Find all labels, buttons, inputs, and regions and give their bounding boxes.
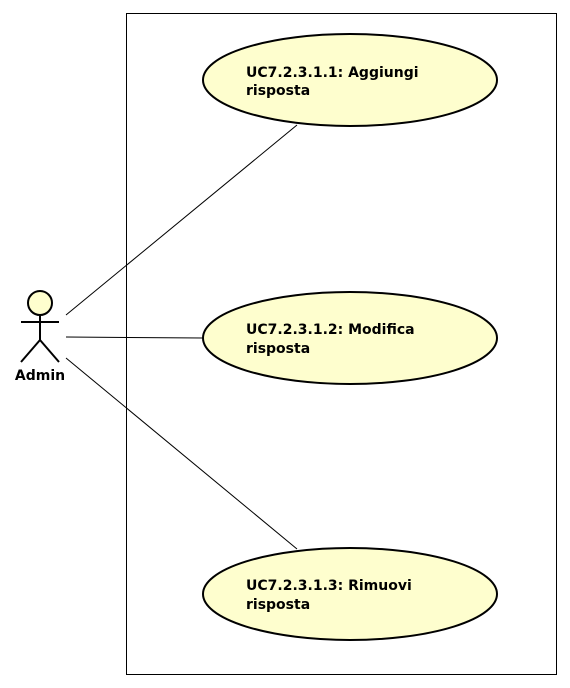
usecase-label-line2: risposta — [246, 83, 310, 99]
association-line-add — [65, 124, 298, 316]
usecase-label-line2: risposta — [246, 341, 310, 357]
actor-right-leg — [39, 339, 60, 363]
system-boundary — [126, 13, 557, 675]
usecase-label-line2: risposta — [246, 597, 310, 613]
usecase-ellipse — [202, 33, 498, 127]
usecase-modify-answer[interactable]: UC7.2.3.1.2: Modifica risposta — [202, 291, 498, 385]
usecase-label-line1: UC7.2.3.1.1: Aggiungi — [246, 65, 419, 81]
usecase-add-answer[interactable]: UC7.2.3.1.1: Aggiungi risposta — [202, 33, 498, 127]
actor-label: Admin — [15, 368, 65, 384]
usecase-label-line1: UC7.2.3.1.3: Rimuovi — [246, 578, 412, 594]
actor-head — [27, 290, 53, 316]
actor-left-leg — [20, 339, 41, 363]
usecase-ellipse — [202, 547, 498, 641]
association-line-remove — [65, 357, 298, 550]
association-line-modify — [65, 336, 204, 339]
actor-admin[interactable]: Admin — [15, 290, 65, 384]
usecase-ellipse — [202, 291, 498, 385]
usecase-remove-answer[interactable]: UC7.2.3.1.3: Rimuovi risposta — [202, 547, 498, 641]
usecase-label-line1: UC7.2.3.1.2: Modifica — [246, 322, 415, 338]
